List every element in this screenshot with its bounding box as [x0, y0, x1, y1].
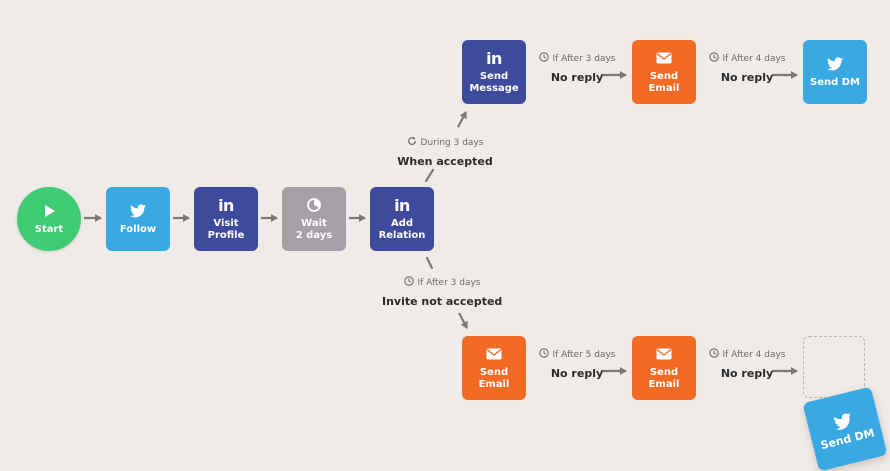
condition-bottom-no-reply-2: No reply: [720, 367, 774, 380]
visit-profile-label-1: Visit: [213, 218, 239, 229]
send-email-bottom-2-node[interactable]: Send Email: [632, 336, 696, 400]
condition-invite-not-accepted: If After 3 days Invite not accepted: [382, 276, 502, 308]
play-icon: [41, 202, 57, 220]
send-email-top-label-1: Send: [649, 71, 679, 82]
condition-top-no-reply-2: No reply: [720, 71, 774, 84]
condition-bottom-after-4-label: If After 4 days: [722, 349, 786, 360]
arrow-to-send-email-bottom: [458, 312, 468, 329]
wait-label-2: 2 days: [295, 230, 333, 241]
send-dm-top-label: Send DM: [810, 77, 860, 88]
wait-label-1: Wait: [301, 218, 327, 229]
condition-when-accepted-label: When accepted: [397, 155, 493, 168]
linkedin-icon: in: [394, 195, 410, 215]
condition-bottom-after-5-label: If After 5 days: [552, 349, 616, 360]
clock-icon: [708, 348, 719, 361]
twitter-icon: [827, 55, 843, 73]
condition-bottom-no-reply-1: No reply: [550, 367, 604, 380]
send-email-top-label-2: Email: [648, 83, 680, 94]
send-dm-dragged-label: Send DM: [819, 426, 876, 453]
connector-down-stub: [425, 256, 434, 270]
send-message-node[interactable]: in Send Message: [462, 40, 526, 104]
envelope-icon: [486, 345, 502, 363]
start-label: Start: [34, 224, 64, 235]
send-email-bottom-2-label-2: Email: [648, 379, 680, 390]
connector-arrows: [84, 71, 798, 375]
clock-icon: [403, 276, 414, 289]
twitter-icon: [130, 202, 146, 220]
linkedin-icon: in: [218, 195, 234, 215]
linkedin-icon: in: [486, 48, 502, 68]
condition-top-after-3: If After 3 days No reply: [530, 52, 624, 84]
send-message-label-2: Message: [469, 83, 519, 94]
condition-during-label: During 3 days: [420, 137, 484, 148]
send-dm-dragged-node[interactable]: Send DM: [802, 386, 888, 471]
condition-top-after-3-label: If After 3 days: [552, 53, 616, 64]
start-node[interactable]: Start: [17, 187, 81, 251]
add-relation-node[interactable]: in Add Relation: [370, 187, 434, 251]
condition-after-3-label: If After 3 days: [417, 277, 481, 288]
condition-bottom-after-4: If After 4 days No reply: [700, 348, 794, 380]
clock-icon: [538, 52, 549, 65]
condition-when-accepted: During 3 days When accepted: [390, 136, 500, 168]
condition-top-no-reply-1: No reply: [550, 71, 604, 84]
send-email-top-node[interactable]: Send Email: [632, 40, 696, 104]
condition-top-after-4: If After 4 days No reply: [700, 52, 794, 84]
envelope-icon: [656, 345, 672, 363]
refresh-icon: [407, 136, 417, 149]
twitter-icon: [832, 410, 854, 432]
add-relation-label-1: Add: [390, 218, 414, 229]
clock-icon: [708, 52, 719, 65]
visit-profile-label-2: Profile: [207, 230, 245, 241]
add-relation-label-2: Relation: [378, 230, 426, 241]
visit-profile-node[interactable]: in Visit Profile: [194, 187, 258, 251]
condition-top-after-4-label: If After 4 days: [722, 53, 786, 64]
connector-up-stub: [424, 168, 435, 183]
follow-label: Follow: [119, 224, 157, 235]
condition-bottom-after-5: If After 5 days No reply: [530, 348, 624, 380]
send-message-label-1: Send: [479, 71, 509, 82]
wait-node[interactable]: Wait 2 days: [282, 187, 346, 251]
arrow-to-send-message: [457, 111, 467, 128]
send-email-bottom-1-node[interactable]: Send Email: [462, 336, 526, 400]
envelope-icon: [656, 49, 672, 67]
drop-placeholder[interactable]: [803, 336, 865, 398]
clock-icon: [307, 196, 321, 214]
send-email-bottom-1-label-1: Send: [479, 367, 509, 378]
condition-invite-not-accepted-label: Invite not accepted: [382, 295, 503, 308]
send-email-bottom-2-label-1: Send: [649, 367, 679, 378]
follow-node[interactable]: Follow: [106, 187, 170, 251]
send-email-bottom-1-label-2: Email: [478, 379, 510, 390]
clock-icon: [538, 348, 549, 361]
send-dm-top-node[interactable]: Send DM: [803, 40, 867, 104]
